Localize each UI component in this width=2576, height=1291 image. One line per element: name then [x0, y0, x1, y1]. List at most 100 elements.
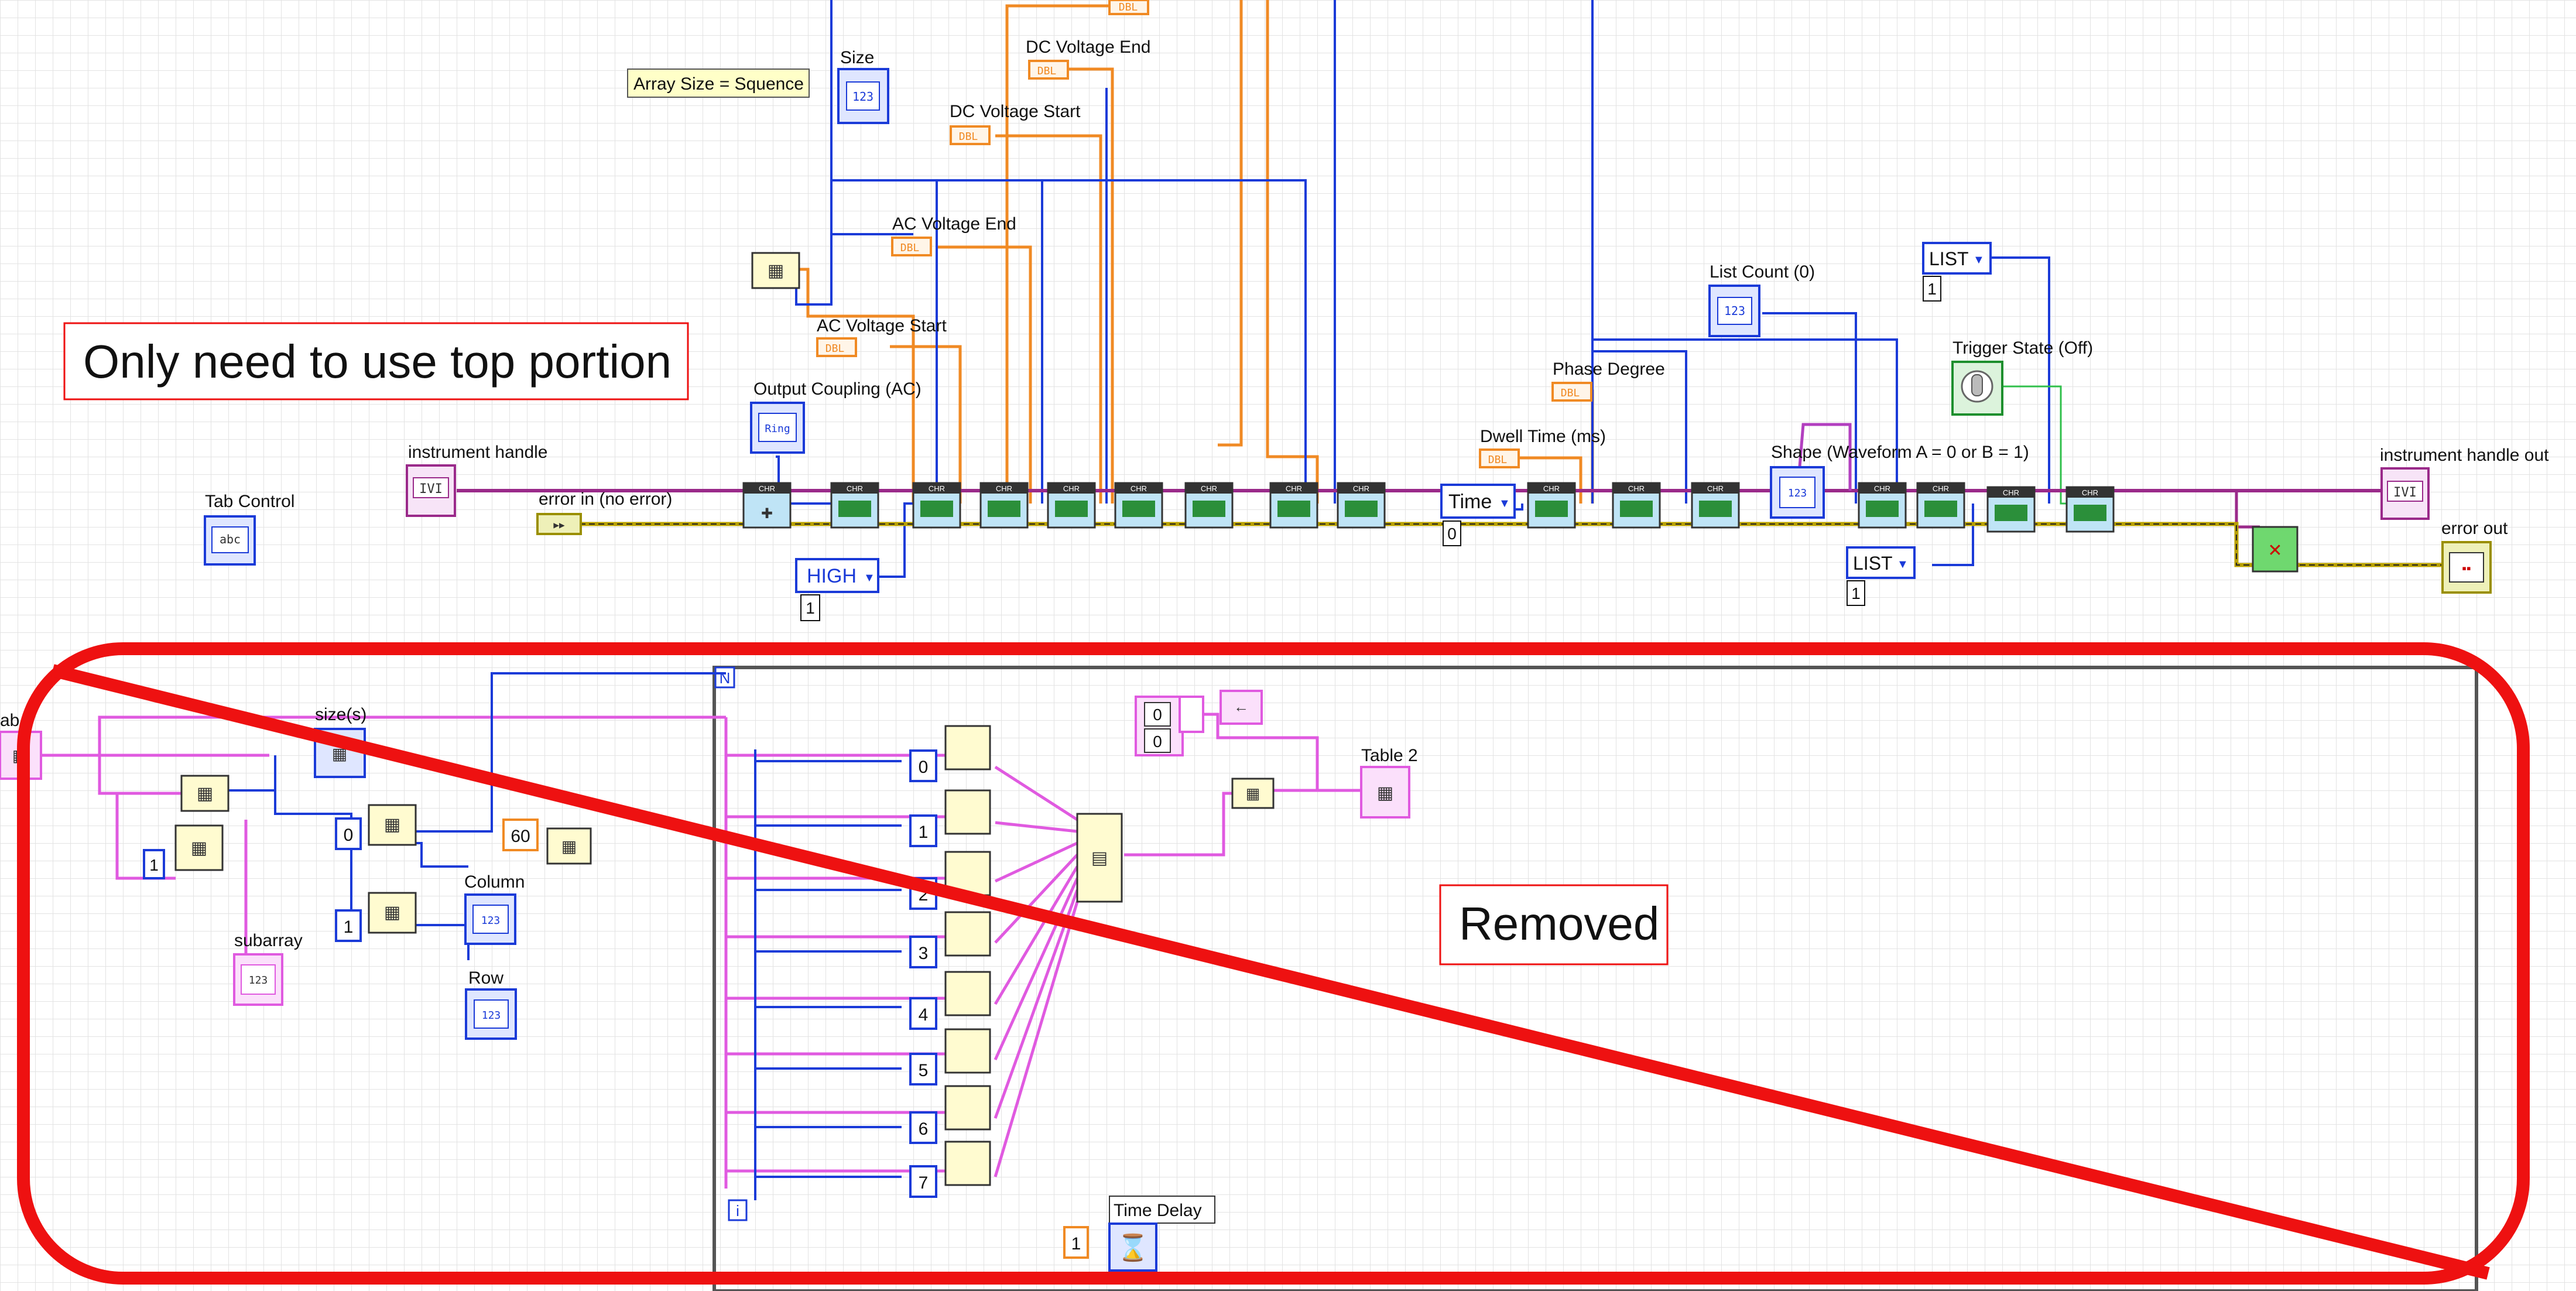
chr-subvi-15[interactable]: CHR [2065, 486, 2115, 533]
list-top-value: 1 [1923, 276, 1941, 302]
list-enum-top[interactable]: LIST ▼ [1922, 242, 1992, 275]
list-enum-bottom[interactable]: LIST ▼ [1846, 546, 1916, 579]
subarray-indicator[interactable]: 123 [233, 953, 283, 1006]
chr-subvi-9[interactable]: CHR [1527, 482, 1576, 529]
dc-voltage-end-control[interactable]: DBL [1028, 60, 1069, 80]
driver-icon [1620, 501, 1653, 517]
idx-text: 4 [919, 1005, 929, 1025]
dc-voltage-start-control[interactable]: DBL [950, 125, 991, 145]
chr-subvi-2[interactable]: CHR [912, 482, 961, 529]
time-delay-node[interactable]: ⌛ [1108, 1222, 1157, 1272]
array-subset-node[interactable]: ▦ [174, 824, 224, 871]
array-node-bottom[interactable]: ▦ [180, 775, 229, 812]
chr-subvi-7[interactable]: CHR [1269, 482, 1318, 529]
chr-subvi-4[interactable]: CHR [1047, 482, 1096, 529]
dbl-text: DBL [1561, 387, 1580, 399]
dbl-wires [767, 0, 1594, 504]
column-indicator[interactable]: 123 [464, 893, 516, 945]
shape-control[interactable]: 123 [1770, 466, 1825, 519]
const-text: 60 [511, 827, 530, 846]
chr-subvi-10[interactable]: CHR [1612, 482, 1661, 529]
array-node-top[interactable]: ▦ [751, 252, 800, 289]
driver-icon [2074, 505, 2106, 521]
size-indicator[interactable]: 123 [837, 68, 889, 124]
row-indicator[interactable]: 123 [465, 988, 517, 1040]
array-size-note-text: Array Size = Squence [633, 74, 804, 94]
build-array-node[interactable]: ▤ [1076, 813, 1123, 903]
idx-text: 5 [919, 1061, 929, 1080]
driver-icon [1535, 501, 1568, 517]
phase-degree-label: Phase Degree [1553, 359, 1665, 379]
chr-subvi-1[interactable]: CHR [830, 482, 879, 529]
idx-text: 6 [919, 1119, 929, 1139]
chr-subvi-8[interactable]: CHR [1337, 482, 1386, 529]
error-cluster-icon: ▶▶ [553, 519, 565, 530]
list-count-control[interactable]: 123 [1708, 285, 1760, 337]
chr-subvi-5[interactable]: CHR [1114, 482, 1163, 529]
output-coupling-ring[interactable]: Ring [750, 402, 805, 454]
index-array-icon[interactable] [944, 1028, 991, 1074]
error-out-label: error out [2441, 519, 2508, 538]
chr-subvi-12[interactable]: CHR [1858, 482, 1907, 529]
chr-text: CHR [1707, 484, 1724, 493]
driver-icon [1699, 501, 1732, 517]
index-array-icon[interactable] [944, 725, 991, 771]
chevron-down-icon: ▼ [1499, 497, 1510, 510]
chr-subvi-11[interactable]: CHR [1691, 482, 1740, 529]
chr-text: CHR [996, 484, 1012, 493]
chr-subvi-3[interactable]: CHR [979, 482, 1029, 529]
chr-subvi-13[interactable]: CHR [1916, 482, 1965, 529]
replace-array-node[interactable]: ▦ [1231, 778, 1275, 809]
i123-text: 123 [852, 90, 873, 104]
chr-subvi-14[interactable]: CHR [1986, 486, 2036, 533]
ac-voltage-end-control[interactable]: DBL [891, 237, 932, 256]
loop-count-terminal[interactable]: N [714, 666, 735, 689]
ac-voltage-end-label: AC Voltage End [892, 214, 1016, 234]
chr-subvi-chain: CHR ✚ CHR CHR CHR CHR CHR CHR CHR CHR CH… [742, 482, 2115, 533]
row-label: Row [468, 968, 503, 988]
list-bottom-value: 1 [1847, 580, 1865, 606]
instrument-handle-out-indicator[interactable]: IVI [2380, 467, 2430, 520]
time-text: Time [1448, 491, 1492, 513]
chr-text: CHR [2082, 488, 2098, 497]
instrument-handle-control[interactable]: IVI [406, 464, 456, 517]
time-enum-constant[interactable]: Time ▼ [1440, 484, 1516, 519]
chr-subvi-6[interactable]: CHR [1184, 482, 1234, 529]
ac-voltage-start-label: AC Voltage Start [817, 316, 947, 335]
array-subset-icon: ▦ [191, 838, 207, 858]
table2-indicator[interactable]: ▦ [1360, 766, 1410, 819]
error-in-control[interactable]: ▶▶ [536, 513, 582, 535]
index-array-icon[interactable] [944, 971, 991, 1016]
array-constant[interactable]: 0 0 [1135, 696, 1184, 756]
trigger-state-control[interactable] [1951, 361, 2003, 416]
chr-text: CHR [759, 484, 775, 493]
index-array-icon[interactable] [944, 789, 991, 835]
time-delay-label-box: Time Delay [1109, 1196, 1215, 1224]
index-node-col[interactable]: ▦ [368, 804, 417, 846]
size-s-label: size(s) [315, 705, 366, 724]
high-enum-constant[interactable]: HIGH ▼ [795, 558, 879, 593]
tab-control-terminal[interactable]: abc [204, 515, 256, 566]
chr-init-subvi[interactable]: CHR ✚ [742, 482, 792, 529]
shift-register-node[interactable]: ← [1220, 690, 1263, 725]
chr-text: CHR [1201, 484, 1217, 493]
phase-degree-control[interactable]: DBL [1551, 382, 1592, 402]
index-node-row[interactable]: ▦ [368, 892, 417, 934]
reshape-node[interactable]: ▦ [546, 827, 592, 865]
list-value-text: 1 [1851, 584, 1861, 602]
error-out-indicator[interactable]: ▪▪ [2441, 541, 2492, 594]
trigger-state-label: Trigger State (Off) [1952, 338, 2093, 358]
idx-text: 3 [919, 944, 929, 963]
driver-icon [1866, 501, 1899, 517]
ac-voltage-start-control[interactable]: DBL [816, 337, 857, 357]
for-loop-frame [712, 666, 2478, 1291]
loop-iteration-terminal: i [728, 1199, 748, 1221]
error-handler-subvi[interactable]: ✕ [2252, 526, 2298, 573]
chr-text: CHR [1543, 484, 1560, 493]
dbl-control-top[interactable]: DBL [1108, 0, 1149, 15]
index-array-icon[interactable] [944, 1085, 991, 1131]
index-array-icon[interactable] [944, 1141, 991, 1186]
const-text: 0 [344, 826, 354, 845]
index-array-icon[interactable] [944, 911, 991, 957]
dwell-time-control[interactable]: DBL [1479, 448, 1520, 468]
